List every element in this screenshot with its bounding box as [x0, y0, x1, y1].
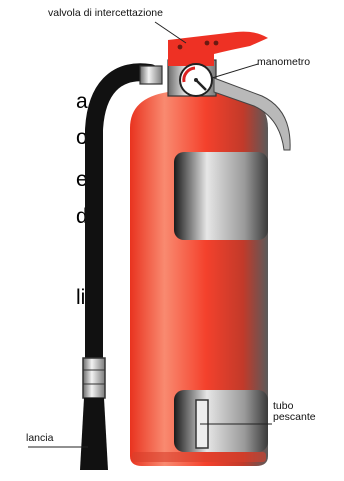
hose-coupling [83, 358, 105, 398]
valve-head [168, 32, 268, 66]
nozzle-label: lancia [26, 433, 53, 444]
label-window-lower [174, 390, 268, 452]
gauge-icon [180, 64, 212, 96]
label-window-upper [174, 152, 268, 240]
nozzle [80, 398, 108, 470]
valve-label: valvola di intercettazione [48, 8, 163, 19]
gauge-label: manometro [257, 57, 310, 68]
dip-tube-label-line2: pescante [273, 412, 316, 423]
